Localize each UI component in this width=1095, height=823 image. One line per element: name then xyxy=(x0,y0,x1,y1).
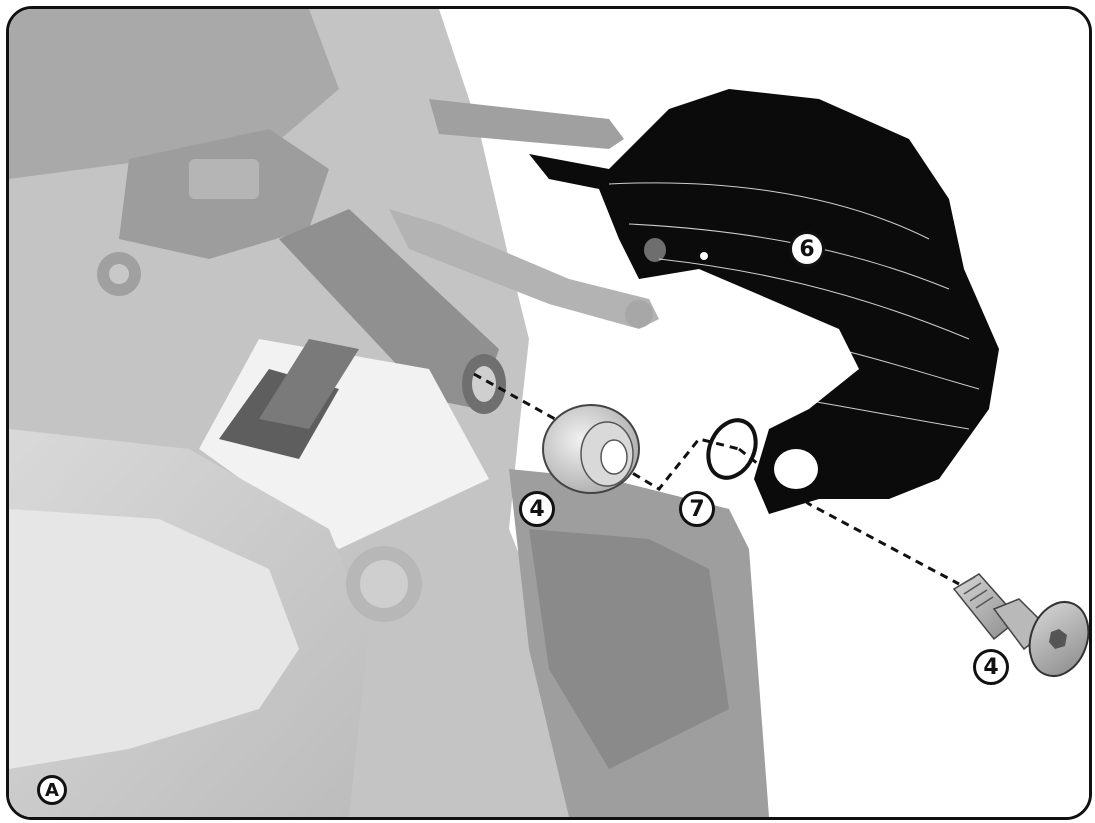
callout-part-4-spacer: 4 xyxy=(519,491,555,527)
assembly-illustration xyxy=(9,9,1089,817)
callout-part-6: 6 xyxy=(789,231,825,267)
spacer-icon xyxy=(543,405,639,493)
callout-part-4-screw: 4 xyxy=(973,649,1009,685)
callout-part-7: 7 xyxy=(679,491,715,527)
instruction-panel: 6 4 7 4 A xyxy=(6,6,1092,820)
step-label: A xyxy=(37,775,67,805)
